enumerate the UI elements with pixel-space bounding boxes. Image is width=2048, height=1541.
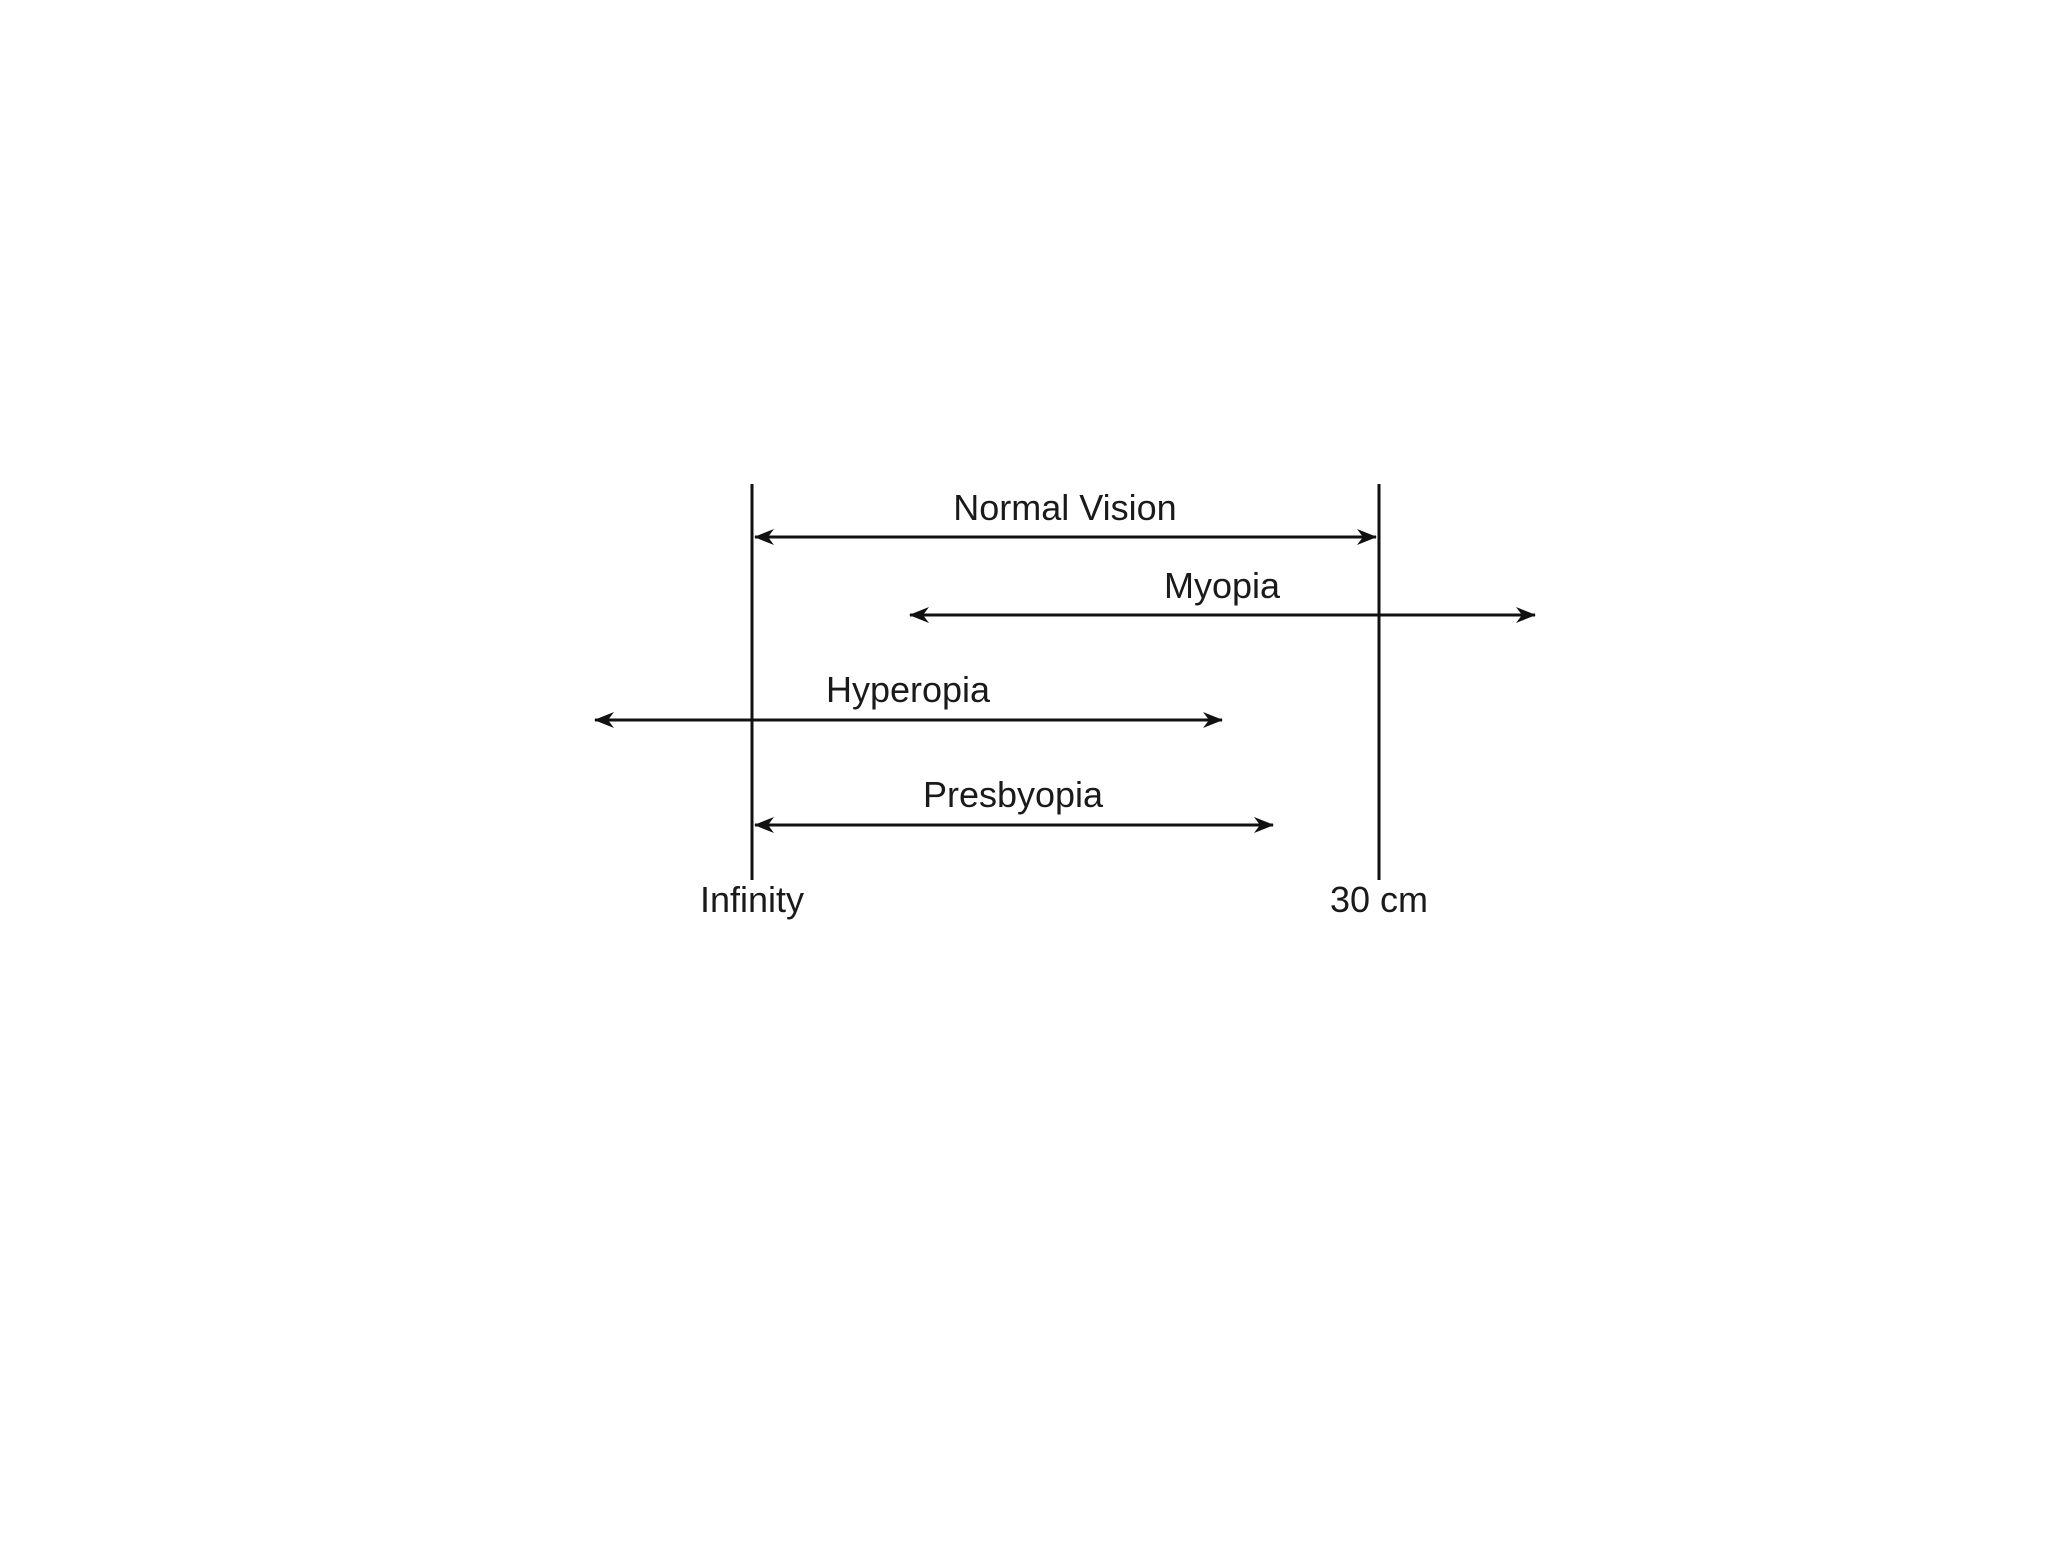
myopia-label: Myopia bbox=[1164, 565, 1281, 606]
infinity-label: Infinity bbox=[700, 879, 804, 920]
hyperopia-label: Hyperopia bbox=[826, 669, 991, 710]
thirty-cm-label: 30 cm bbox=[1330, 879, 1428, 920]
normal-vision-label: Normal Vision bbox=[953, 487, 1176, 528]
presbyopia-label: Presbyopia bbox=[923, 774, 1104, 815]
